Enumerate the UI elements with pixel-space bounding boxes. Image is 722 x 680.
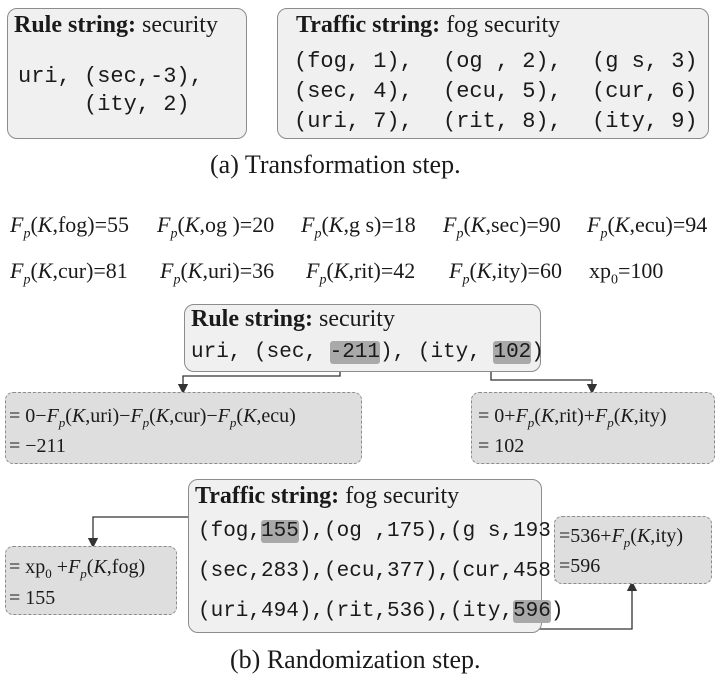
caption-randomization: (b) Randomization step. — [230, 645, 481, 674]
traffic-row: (sec,283),(ecu,377),(cur,458) — [198, 560, 564, 583]
xp0-value: xp0=100 — [589, 258, 664, 288]
highlight-ity-value: 102 — [493, 341, 532, 364]
calc-box-ity-traffic: =536+Fp(K,ity) =596 — [554, 516, 712, 584]
rule-string-line: uri, (sec, -211), (ity, 102) — [191, 341, 544, 364]
traffic-cell: (cur, 6) — [592, 79, 698, 104]
traffic-cell: (fog, 1), — [294, 49, 413, 74]
rule-string-line-1: uri, (sec,-3), — [18, 64, 203, 89]
highlight-fog-value: 155 — [261, 520, 299, 543]
fp-value-cur: Fp(K,cur)=81 — [10, 258, 128, 288]
fp-value-ity: Fp(K,ity)=60 — [449, 258, 562, 288]
calc-result: = 102 — [478, 435, 525, 457]
calc-result: =596 — [559, 555, 601, 577]
traffic-cell: (ity, 9) — [592, 109, 698, 134]
highlight-sec-value: -211 — [329, 341, 381, 364]
rule-string-box-a: Rule string: security uri, (sec,-3), (it… — [7, 8, 247, 139]
traffic-string-box-b: Traffic string: fog security (fog,155),(… — [188, 479, 563, 633]
traffic-string-box-a: Traffic string: fog security (fog, 1), (… — [277, 8, 709, 139]
fp-value-fog: Fp(K,fog)=55 — [10, 212, 130, 242]
traffic-cell: (ecu, 5), — [443, 79, 562, 104]
fp-value-ecu: Fp(K,ecu)=94 — [587, 212, 708, 242]
traffic-cell: (g s, 3) — [592, 49, 698, 74]
traffic-cell: (uri, 7), — [294, 109, 413, 134]
calc-line: = 0+Fp(K,rit)+Fp(K,ity) — [478, 405, 667, 430]
rule-string-title: Rule string: security — [191, 306, 395, 332]
calc-line: = 0−Fp(K,uri)−Fp(K,cur)−Fp(K,ecu) — [9, 405, 296, 430]
fp-value-og: Fp(K,og )=20 — [157, 212, 275, 242]
traffic-cell: (sec, 4), — [294, 79, 413, 104]
fp-value-gs: Fp(K,g s)=18 — [301, 212, 416, 242]
traffic-row: (fog,155),(og ,175),(g s,193) — [198, 520, 564, 543]
calc-box-fog: = xp0 +Fp(K,fog) = 155 — [5, 546, 177, 615]
traffic-string-title: Traffic string: fog security — [195, 483, 460, 509]
fp-value-sec: Fp(K,sec)=90 — [443, 212, 561, 242]
calc-line: =536+Fp(K,ity) — [559, 525, 684, 550]
fp-value-rit: Fp(K,rit)=42 — [306, 258, 416, 288]
highlight-ity-traffic-value: 596 — [513, 600, 551, 623]
traffic-cell: (rit, 8), — [443, 109, 562, 134]
rule-string-box-b: Rule string: security uri, (sec, -211), … — [184, 304, 544, 372]
rule-string-title: Rule string: security — [14, 12, 218, 38]
calc-box-sec: = 0−Fp(K,uri)−Fp(K,cur)−Fp(K,ecu) = −211 — [5, 392, 362, 464]
rule-string-line-2: (ity, 2) — [84, 92, 190, 117]
calc-line: = xp0 +Fp(K,fog) — [9, 556, 146, 581]
caption-transformation: (a) Transformation step. — [210, 150, 461, 179]
traffic-string-title: Traffic string: fog security — [296, 12, 561, 38]
traffic-cell: (og , 2), — [443, 49, 562, 74]
fp-value-uri: Fp(K,uri)=36 — [160, 258, 275, 288]
traffic-row: (uri,494),(rit,536),(ity,596) — [198, 600, 564, 623]
calc-box-ity: = 0+Fp(K,rit)+Fp(K,ity) = 102 — [471, 392, 715, 464]
calc-result: = −211 — [9, 435, 66, 457]
calc-result: = 155 — [9, 587, 56, 609]
